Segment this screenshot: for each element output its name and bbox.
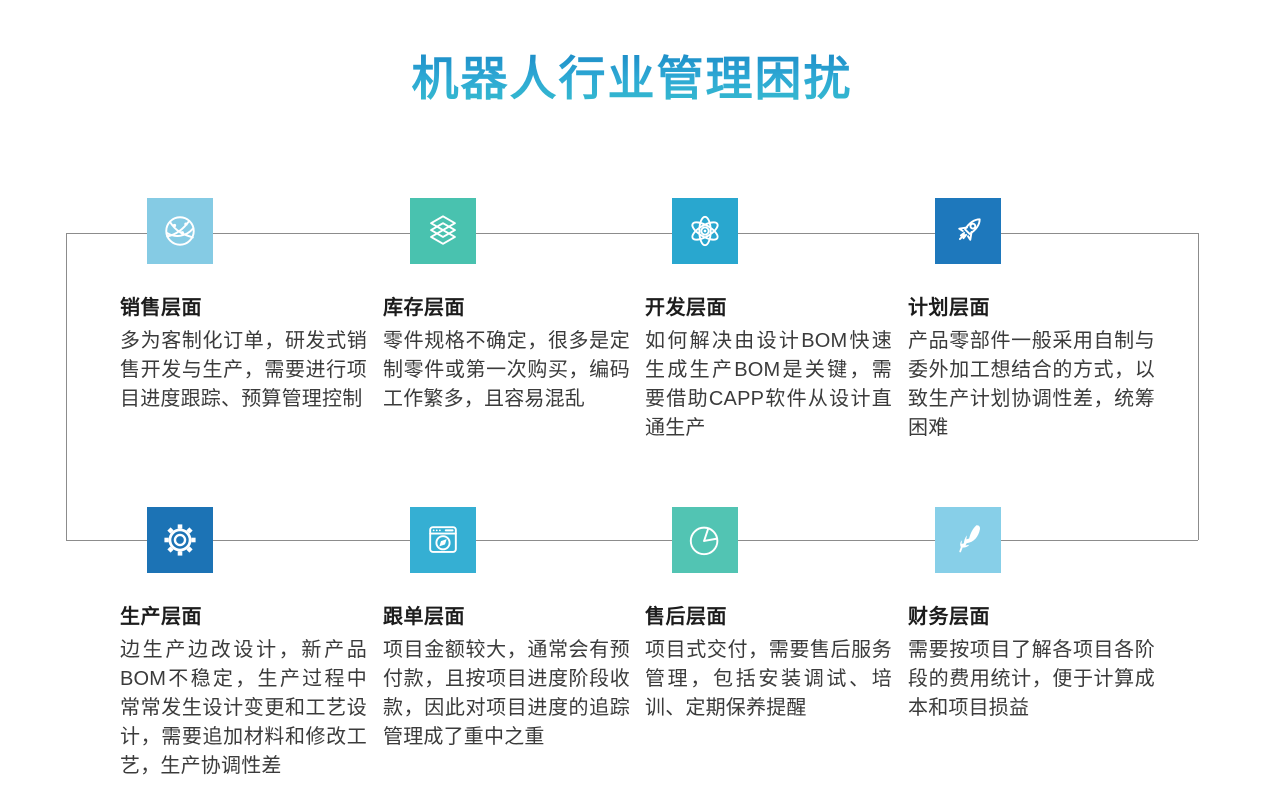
section-card-planning: 计划层面 产品零部件一般采用自制与委外加工想结合的方式，以致生产计划协调性差，统…: [908, 198, 1155, 443]
section-title: 库存层面: [383, 297, 465, 319]
section-body: 多为客制化订单，研发式销售开发与生产，需要进行项目进度跟踪、预算管理控制: [120, 330, 367, 410]
section-card-development: 开发层面 如何解决由设计BOM快速生成生产BOM是关键，需要借助CAPP软件从设…: [645, 198, 892, 443]
section-title: 生产层面: [120, 606, 202, 628]
section-card-order-tracking: 跟单层面 项目金额较大，通常会有预付款，且按项目进度阶段收款，因此对项目进度的追…: [383, 507, 630, 752]
section-title: 售后层面: [645, 606, 727, 628]
section-card-finance: 财务层面 需要按项目了解各项目各阶段的费用统计，便于计算成本和项目损益: [908, 507, 1155, 723]
connector-line-left: [66, 233, 67, 540]
section-title: 开发层面: [645, 297, 727, 319]
section-card-inventory: 库存层面 零件规格不确定，很多是定制零件或第一次购买，编码工作繁多，且容易混乱: [383, 198, 630, 414]
connector-line-bottom: [66, 540, 1198, 541]
section-card-sales: 销售层面 多为客制化订单，研发式销售开发与生产，需要进行项目进度跟踪、预算管理控…: [120, 198, 367, 414]
page-title: 机器人行业管理困扰: [0, 40, 1264, 109]
atom-icon: [672, 198, 738, 264]
section-body: 产品零部件一般采用自制与委外加工想结合的方式，以致生产计划协调性差，统筹困难: [908, 330, 1155, 439]
section-body: 边生产边改设计，新产品BOM不稳定，生产过程中常常发生设计变更和工艺设计，需要追…: [120, 639, 367, 777]
connector-line-top: [66, 233, 1198, 234]
section-title: 销售层面: [120, 297, 202, 319]
connector-line-right: [1198, 233, 1199, 540]
section-body: 项目金额较大，通常会有预付款，且按项目进度阶段收款，因此对项目进度的追踪管理成了…: [383, 639, 630, 748]
section-body: 如何解决由设计BOM快速生成生产BOM是关键，需要借助CAPP软件从设计直通生产: [645, 330, 892, 439]
feather-icon: [935, 507, 1001, 573]
section-title: 计划层面: [908, 297, 990, 319]
section-body: 零件规格不确定，很多是定制零件或第一次购买，编码工作繁多，且容易混乱: [383, 330, 630, 410]
section-title: 财务层面: [908, 606, 990, 628]
browser-compass-icon: [410, 507, 476, 573]
section-card-production: 生产层面 边生产边改设计，新产品BOM不稳定，生产过程中常常发生设计变更和工艺设…: [120, 507, 367, 781]
section-body: 项目式交付，需要售后服务管理，包括安装调试、培训、定期保养提醒: [645, 639, 892, 719]
section-card-after-sales: 售后层面 项目式交付，需要售后服务管理，包括安装调试、培训、定期保养提醒: [645, 507, 892, 723]
section-body: 需要按项目了解各项目各阶段的费用统计，便于计算成本和项目损益: [908, 639, 1155, 719]
section-title: 跟单层面: [383, 606, 465, 628]
pie-chart-icon: [672, 507, 738, 573]
layers-icon: [410, 198, 476, 264]
gear-icon: [147, 507, 213, 573]
rocket-icon: [935, 198, 1001, 264]
globe-network-icon: [147, 198, 213, 264]
